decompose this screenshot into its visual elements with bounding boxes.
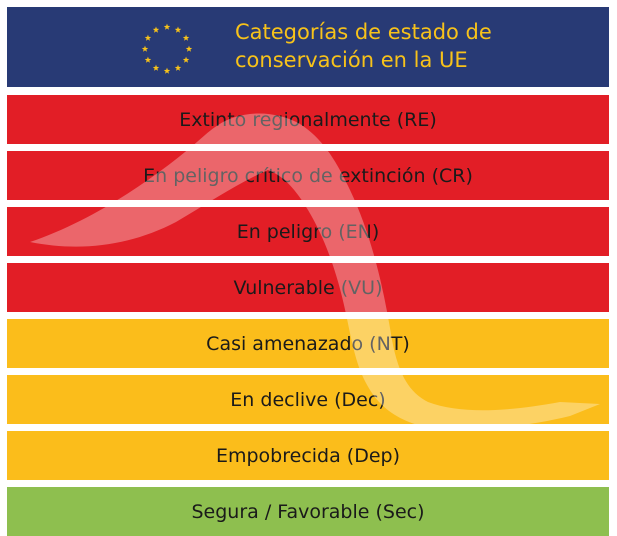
category-en: En peligro (EN) xyxy=(7,207,609,256)
category-label: En declive (Dec) xyxy=(230,388,386,411)
category-label: Vulnerable (VU) xyxy=(233,276,383,299)
eu-star xyxy=(163,67,171,74)
category-list: Extinto regionalmente (RE) En peligro cr… xyxy=(7,95,609,536)
category-label: Segura / Favorable (Sec) xyxy=(191,500,425,523)
category-dec: En declive (Dec) xyxy=(7,375,609,424)
eu-star xyxy=(163,23,171,30)
eu-star xyxy=(182,34,190,41)
eu-star xyxy=(152,64,160,71)
category-vu: Vulnerable (VU) xyxy=(7,263,609,312)
title-line-1: Categorías de estado de xyxy=(235,20,492,44)
eu-stars-icon xyxy=(141,23,193,74)
eu-star xyxy=(185,45,193,52)
category-label: Empobrecida (Dep) xyxy=(215,444,401,467)
eu-star xyxy=(144,34,152,41)
category-label: En peligro (EN) xyxy=(236,220,380,243)
category-label: Extinto regionalmente (RE) xyxy=(179,108,437,131)
category-re: Extinto regionalmente (RE) xyxy=(7,95,609,144)
category-sec: Segura / Favorable (Sec) xyxy=(7,487,609,536)
category-label: Casi amenazado (NT) xyxy=(206,332,410,355)
page-title: Categorías de estado de conservación en … xyxy=(235,18,595,74)
header-banner: Categorías de estado de conservación en … xyxy=(7,7,609,87)
title-line-2: conservación en la UE xyxy=(235,48,468,72)
category-label: En peligro crítico de extinción (CR) xyxy=(143,164,473,187)
eu-star xyxy=(152,26,160,33)
eu-star xyxy=(174,26,182,33)
eu-star xyxy=(174,64,182,71)
eu-star xyxy=(141,45,149,52)
category-nt: Casi amenazado (NT) xyxy=(7,319,609,368)
eu-star xyxy=(182,56,190,63)
category-cr: En peligro crítico de extinción (CR) xyxy=(7,151,609,200)
category-dep: Empobrecida (Dep) xyxy=(7,431,609,480)
eu-star xyxy=(144,56,152,63)
